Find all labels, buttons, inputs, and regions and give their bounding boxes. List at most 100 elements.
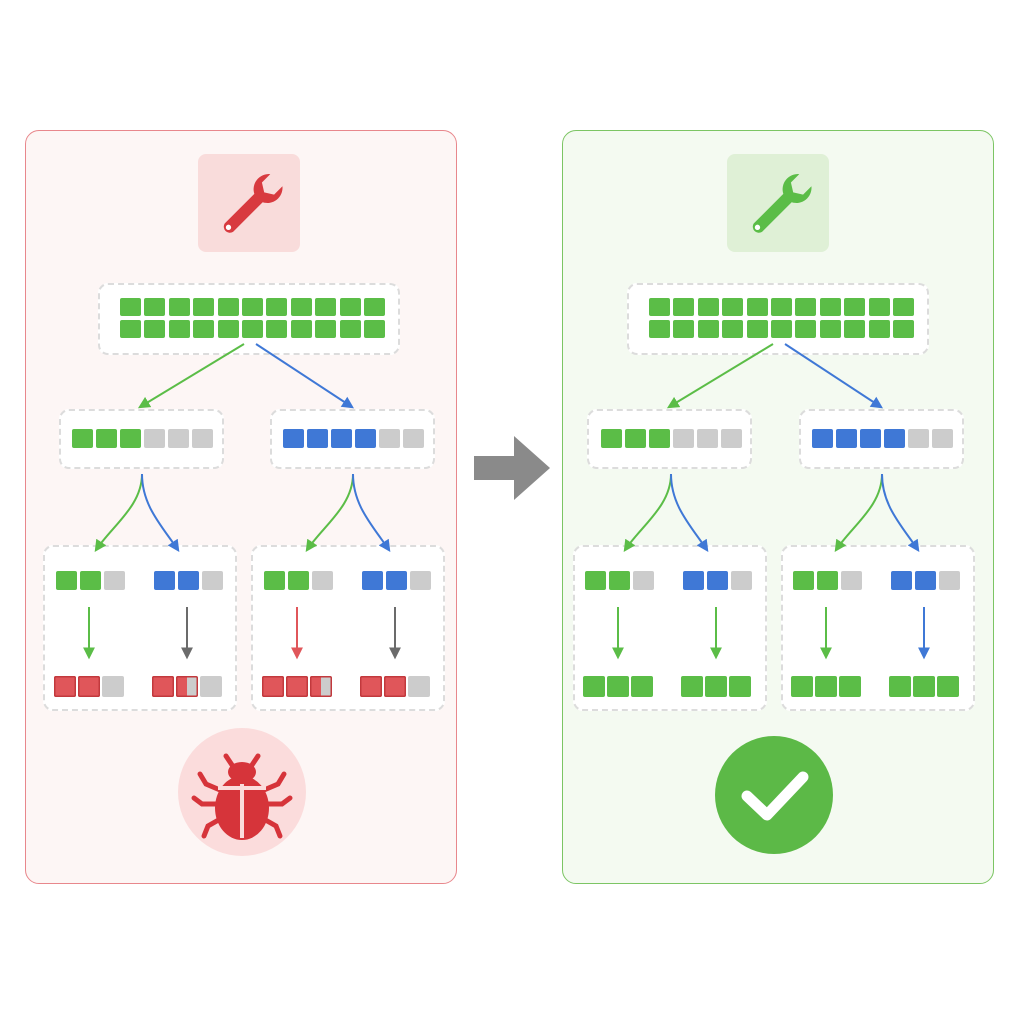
data-cell (673, 320, 695, 338)
data-cell (120, 320, 141, 338)
data-cell (403, 429, 424, 448)
data-cell (72, 429, 93, 448)
data-cell (673, 298, 695, 316)
data-cell (266, 320, 288, 338)
data-cell (80, 571, 101, 590)
data-cell (908, 429, 929, 448)
data-cell (96, 429, 117, 448)
data-cell (893, 298, 914, 316)
data-cell (844, 298, 866, 316)
data-cell (915, 571, 936, 590)
data-cell (937, 676, 959, 697)
data-cell (844, 320, 866, 338)
wrench-icon (223, 174, 283, 233)
connector-arrow (94, 473, 143, 552)
data-cell (242, 320, 263, 338)
data-cell (697, 298, 719, 316)
data-cell (144, 320, 166, 338)
data-cell (408, 676, 430, 697)
wrench-hole (225, 224, 232, 230)
data-cell (649, 429, 670, 448)
data-cell (609, 571, 630, 590)
data-cell (836, 429, 857, 448)
data-cell (266, 298, 288, 316)
panel-fixed (562, 130, 994, 884)
data-cell (364, 320, 385, 338)
data-cell (697, 429, 718, 448)
data-cell (290, 298, 312, 316)
data-cell (746, 320, 768, 338)
data-cell (154, 571, 175, 590)
data-cell (722, 298, 744, 316)
data-cell (771, 320, 792, 338)
data-cell (819, 320, 841, 338)
bug-leg (191, 795, 221, 807)
data-cell (607, 676, 629, 697)
data-cell (839, 676, 861, 697)
data-cell (312, 571, 333, 590)
wrench-shape (223, 174, 283, 233)
data-cell (217, 320, 239, 338)
data-cell (78, 676, 100, 697)
connector-arrow (141, 473, 180, 552)
data-cell (168, 429, 189, 448)
data-cell (817, 571, 838, 590)
wrench-hole (754, 224, 761, 230)
bug-head (228, 762, 256, 782)
arrow-right-icon (474, 436, 550, 500)
data-cell (315, 298, 337, 316)
data-cell (819, 298, 841, 316)
data-cell (192, 429, 213, 448)
data-cell (262, 676, 284, 697)
data-cell (601, 429, 622, 448)
connector-arrow (881, 473, 920, 552)
data-cell (583, 676, 605, 697)
connector-arrow (305, 473, 354, 552)
connector-arrow (834, 473, 883, 552)
data-cell (722, 320, 744, 338)
data-cell (176, 676, 198, 697)
data-cell (362, 571, 383, 590)
data-cell (631, 676, 653, 697)
data-cell (868, 298, 890, 316)
connector-arrow (352, 473, 391, 552)
data-cell (193, 320, 215, 338)
data-cell (168, 298, 190, 316)
data-cell (288, 571, 309, 590)
data-cell (891, 571, 912, 590)
data-cell (202, 571, 223, 590)
data-cell (152, 676, 174, 697)
data-cell (729, 676, 751, 697)
top-data-block (98, 283, 400, 355)
data-cell (331, 429, 352, 448)
check-badge (715, 736, 833, 854)
data-cell (815, 676, 837, 697)
data-cell (410, 571, 431, 590)
data-cell (649, 320, 670, 338)
data-cell (283, 429, 304, 448)
data-cell (771, 298, 792, 316)
data-cell (104, 571, 125, 590)
data-cell (860, 429, 881, 448)
data-cell (705, 676, 727, 697)
data-cell (54, 676, 76, 697)
wrench-tool-tile (198, 154, 300, 252)
data-cell (939, 571, 960, 590)
data-cell (379, 429, 400, 448)
data-cell (707, 571, 728, 590)
data-cell (893, 320, 914, 338)
connector-arrow (623, 473, 672, 552)
data-cell (868, 320, 890, 338)
data-cell (384, 676, 406, 697)
data-cell (168, 320, 190, 338)
data-cell (310, 676, 332, 697)
data-cell (290, 320, 312, 338)
top-data-block (627, 283, 929, 355)
data-cell (120, 298, 141, 316)
wrench-shape (752, 174, 812, 233)
data-cell (200, 676, 222, 697)
bug-icon (191, 753, 293, 840)
bug-badge (178, 728, 306, 856)
wrench-tool-tile (727, 154, 829, 252)
data-cell (841, 571, 862, 590)
